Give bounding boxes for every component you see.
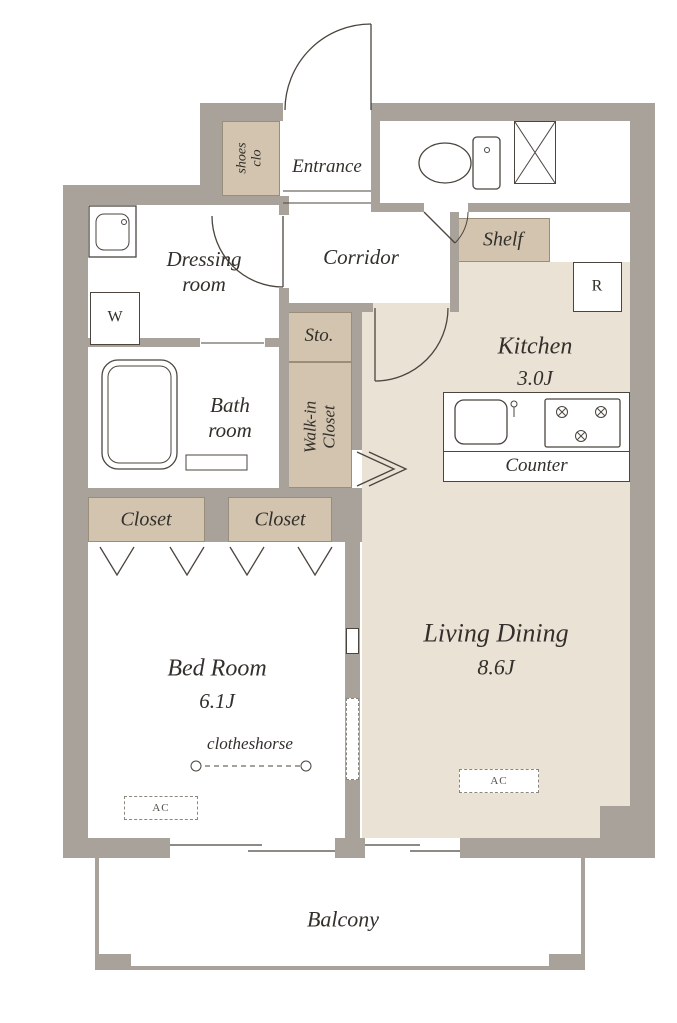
vanity-sink-icon <box>88 205 137 258</box>
counter-divider <box>444 451 629 452</box>
toilet-icon <box>418 136 501 190</box>
room-label-shoes-closet: shoes clo <box>235 142 266 173</box>
ac-label: AC <box>490 775 508 787</box>
wall-segment <box>371 203 424 212</box>
floor-living-center <box>362 303 462 838</box>
wic-line2: Closet <box>319 405 338 449</box>
shelf-box <box>458 218 550 262</box>
ac-unit-living: AC <box>459 769 539 793</box>
wall-segment <box>332 497 362 542</box>
wall-segment <box>265 338 279 347</box>
wall-segment <box>279 288 289 497</box>
clotheshorse-label: clotheshorse <box>207 734 293 754</box>
wall-niche <box>346 628 359 654</box>
room-label-living: Living Dining <box>423 618 569 648</box>
refrigerator-box <box>573 262 622 312</box>
kitchen-counter: Counter <box>443 392 630 482</box>
pipe-shaft-box <box>514 121 556 184</box>
washing-machine-label: W <box>107 308 123 326</box>
room-label-balcony: Balcony <box>306 906 380 932</box>
clotheshorse-icon <box>190 760 312 772</box>
room-label-walk-in-closet: Walk-in Closet <box>300 400 338 454</box>
wall-segment <box>468 203 630 212</box>
wic-line1: Walk-in <box>300 400 320 454</box>
wall-segment <box>205 497 228 542</box>
room-label-storage: Sto. <box>304 325 334 347</box>
room-label-bath-2: room <box>208 417 252 442</box>
window-living <box>365 844 460 852</box>
refrigerator-label: R <box>591 277 603 295</box>
room-size-living: 8.6J <box>477 654 515 680</box>
shoes-closet-line2: clo <box>250 149 265 167</box>
room-size-kitchen: 3.0J <box>517 365 553 390</box>
wall-segment <box>345 542 360 838</box>
shoes-closet-line1: shoes <box>234 142 250 174</box>
wall-segment <box>352 303 362 450</box>
room-label-closet-right: Closet <box>254 508 306 531</box>
wall-segment <box>289 303 373 312</box>
balcony-end-cap <box>549 954 585 970</box>
wall-segment <box>371 121 380 212</box>
room-label-kitchen: Kitchen <box>497 333 573 360</box>
room-label-shelf: Shelf <box>483 228 523 251</box>
wall-segment <box>63 185 222 205</box>
wall-segment <box>200 103 222 205</box>
room-label-corridor: Corridor <box>323 244 399 269</box>
balcony-end-cap <box>95 954 131 970</box>
floor-kitchen-living <box>459 262 630 838</box>
wall-segment <box>450 212 459 312</box>
washing-machine-box <box>90 292 140 345</box>
window-bedroom <box>170 844 335 852</box>
wall-pillar <box>600 806 630 838</box>
counter-label: Counter <box>505 455 568 476</box>
ac-label: AC <box>152 802 170 814</box>
room-size-bedroom: 6.1J <box>199 688 235 713</box>
wall-segment <box>222 196 289 205</box>
shoes-closet-box <box>222 121 280 196</box>
room-label-dressing-2: room <box>182 271 226 296</box>
wall-segment <box>279 205 289 215</box>
wall-segment <box>335 838 365 858</box>
room-label-bedroom: Bed Room <box>167 655 267 682</box>
closet-left-box <box>88 497 205 542</box>
wall-segment <box>88 488 362 497</box>
room-label-bath-1: Bath <box>210 392 250 417</box>
wall-segment <box>88 338 200 347</box>
wall-segment <box>63 205 88 858</box>
wall-segment <box>460 838 630 858</box>
closet-right-box <box>228 497 332 542</box>
closet-folding-doors <box>99 546 333 577</box>
wall-segment <box>88 838 170 858</box>
wall-segment <box>630 121 655 858</box>
storage-box <box>288 312 352 362</box>
room-label-dressing-1: Dressing <box>166 246 242 271</box>
room-label-closet-left: Closet <box>120 508 172 531</box>
balcony-area <box>95 858 585 970</box>
ac-unit-bedroom: AC <box>124 796 198 820</box>
wall-segment <box>371 103 655 121</box>
sliding-partition <box>346 698 359 780</box>
room-label-entrance: Entrance <box>292 156 362 178</box>
